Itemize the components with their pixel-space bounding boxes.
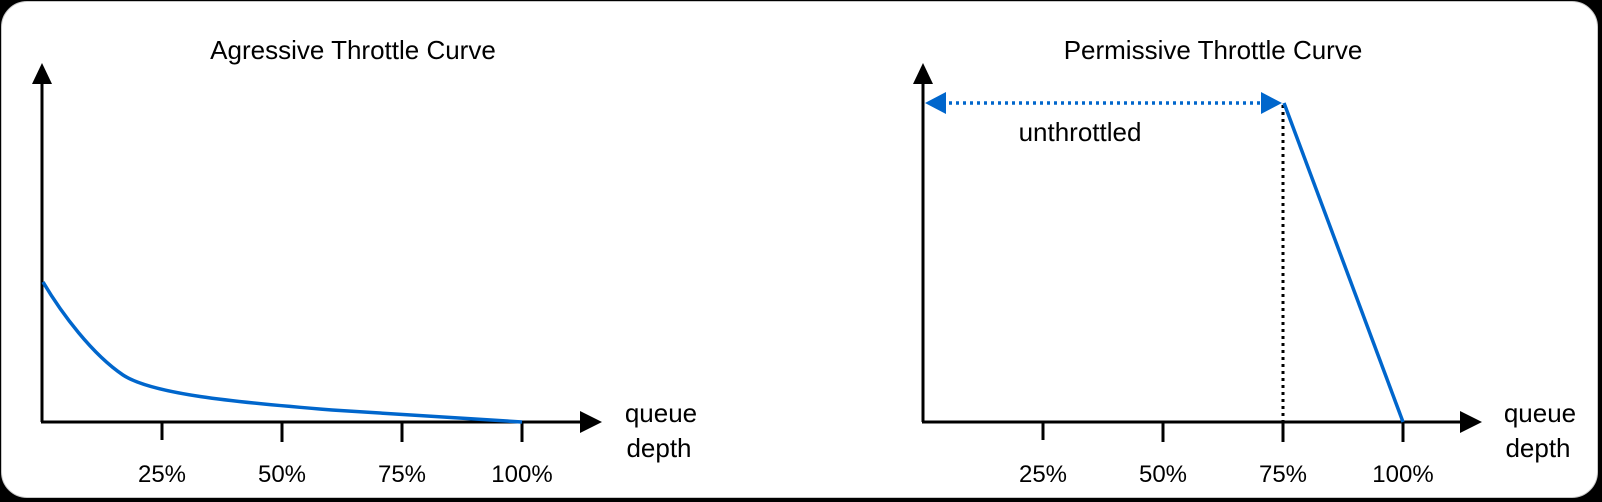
tick-label-75: 75%	[378, 461, 426, 488]
tick-label-75: 75%	[1259, 461, 1307, 488]
x-axis-label-line2: depth	[626, 433, 691, 463]
arrow-right-icon	[1261, 92, 1282, 114]
tick-label-25: 25%	[1019, 461, 1067, 488]
unthrottled-label: unthrottled	[1019, 117, 1142, 147]
aggressive-chart: Agressive Throttle Curve 25% 50% 75% 100…	[32, 35, 697, 488]
x-axis-arrow-icon	[1460, 411, 1482, 433]
tick-label-100: 100%	[491, 461, 552, 488]
x-axis-label-line1: queue	[625, 398, 697, 428]
tick-label-50: 50%	[1139, 461, 1187, 488]
arrow-left-icon	[925, 92, 946, 114]
chart-title: Agressive Throttle Curve	[210, 35, 496, 65]
chart-title: Permissive Throttle Curve	[1064, 35, 1363, 65]
y-axis-arrow-icon	[32, 63, 52, 84]
tick-label-50: 50%	[258, 461, 306, 488]
x-axis-arrow-icon	[580, 411, 602, 433]
y-axis-arrow-icon	[913, 63, 933, 84]
x-axis-label-line2: depth	[1505, 433, 1570, 463]
x-ticks	[160, 422, 524, 442]
permissive-throttle-line	[1282, 102, 1405, 423]
tick-label-100: 100%	[1372, 461, 1433, 488]
tick-label-25: 25%	[138, 461, 186, 488]
x-axis-label-line1: queue	[1504, 398, 1576, 428]
aggressive-throttle-curve	[41, 281, 523, 424]
permissive-chart: Permissive Throttle Curve 25% 50% 75% 10…	[913, 35, 1576, 488]
x-ticks	[1041, 422, 1405, 442]
